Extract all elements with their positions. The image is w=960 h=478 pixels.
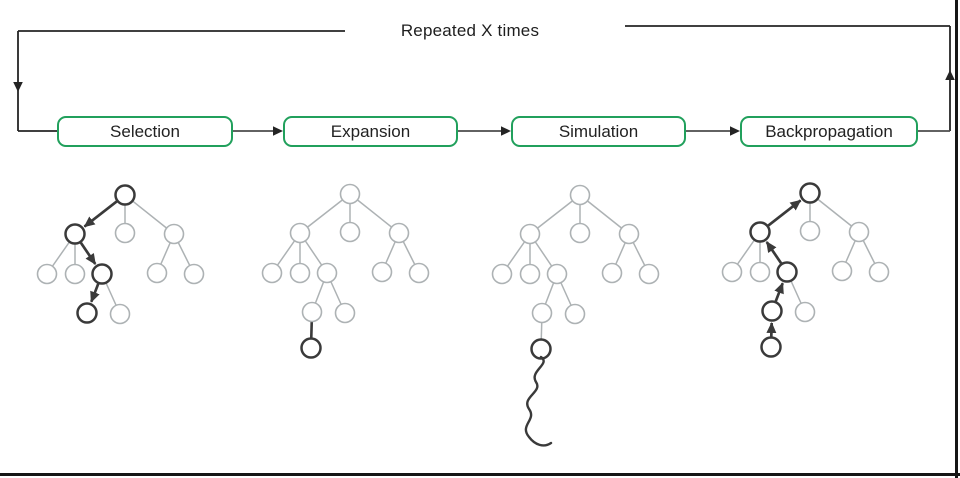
phase-box-expansion: Expansion — [283, 116, 458, 147]
loop-up-arrowhead — [945, 70, 955, 80]
tree-node — [638, 263, 660, 285]
tree-node — [163, 223, 185, 245]
tree-edge — [349, 193, 400, 234]
repeat-label: Repeated X times — [400, 21, 540, 40]
phase-label-backpropagation: Backpropagation — [765, 121, 893, 141]
loop-down-arrowhead — [13, 82, 23, 92]
tree-node-highlighted — [760, 336, 782, 358]
tree-edge — [299, 193, 351, 234]
phase-label-simulation: Simulation — [558, 121, 639, 141]
tree-node — [848, 221, 870, 243]
phase-label-expansion: Expansion — [330, 121, 411, 141]
tree-node-highlighted — [530, 338, 552, 360]
tree-node — [316, 262, 338, 284]
tree-node-highlighted — [91, 263, 113, 285]
tree-arrow-edge — [767, 199, 802, 227]
tree-node — [799, 220, 821, 242]
tree-arrow-edge — [90, 283, 100, 303]
tree-node-highlighted — [114, 184, 136, 206]
frame-border-right — [955, 0, 958, 478]
tree-node — [339, 183, 361, 205]
tree-node — [261, 262, 283, 284]
phase-connector-arrowhead — [501, 126, 511, 136]
tree-arrow-edge — [83, 200, 118, 228]
tree-node — [339, 221, 361, 243]
tree-node — [564, 303, 586, 325]
tree-node — [289, 262, 311, 284]
tree-node — [519, 263, 541, 285]
tree-node-highlighted — [64, 223, 86, 245]
tree-edge — [529, 194, 581, 235]
tree-node — [109, 303, 131, 325]
phase-box-simulation: Simulation — [511, 116, 686, 147]
simulation-rollout-squiggle — [524, 355, 553, 447]
tree-node — [491, 263, 513, 285]
tree-node — [601, 262, 623, 284]
phase-box-backpropagation: Backpropagation — [740, 116, 918, 147]
tree-node — [64, 263, 86, 285]
tree-node — [183, 263, 205, 285]
tree-node — [36, 263, 58, 285]
tree-node — [721, 261, 743, 283]
tree-node-highlighted — [799, 182, 821, 204]
tree-node-highlighted — [761, 300, 783, 322]
phase-label-selection: Selection — [110, 121, 180, 141]
phase-connector-arrowhead — [273, 126, 283, 136]
tree-node — [569, 222, 591, 244]
tree-node-highlighted — [749, 221, 771, 243]
tree-node — [114, 222, 136, 244]
frame-border-bottom — [0, 473, 960, 476]
tree-node — [371, 261, 393, 283]
tree-node — [831, 260, 853, 282]
tree-arrow-edge — [774, 282, 784, 302]
tree-node — [546, 263, 568, 285]
tree-node-highlighted — [76, 302, 98, 324]
tree-arrow-edge — [765, 241, 783, 265]
tree-node — [749, 261, 771, 283]
phase-connector-arrowhead — [730, 126, 740, 136]
tree-node — [794, 301, 816, 323]
tree-node — [408, 262, 430, 284]
tree-node — [289, 222, 311, 244]
tree-node — [868, 261, 890, 283]
tree-node — [531, 302, 553, 324]
tree-node — [301, 301, 323, 323]
tree-node — [618, 223, 640, 245]
tree-node-highlighted — [300, 337, 322, 359]
tree-edge — [579, 194, 630, 235]
tree-node — [388, 222, 410, 244]
tree-arrow-edge — [79, 241, 97, 265]
tree-node — [334, 302, 356, 324]
phase-box-selection: Selection — [57, 116, 233, 147]
tree-node — [146, 262, 168, 284]
tree-node — [569, 184, 591, 206]
tree-node — [519, 223, 541, 245]
tree-node-highlighted — [776, 261, 798, 283]
